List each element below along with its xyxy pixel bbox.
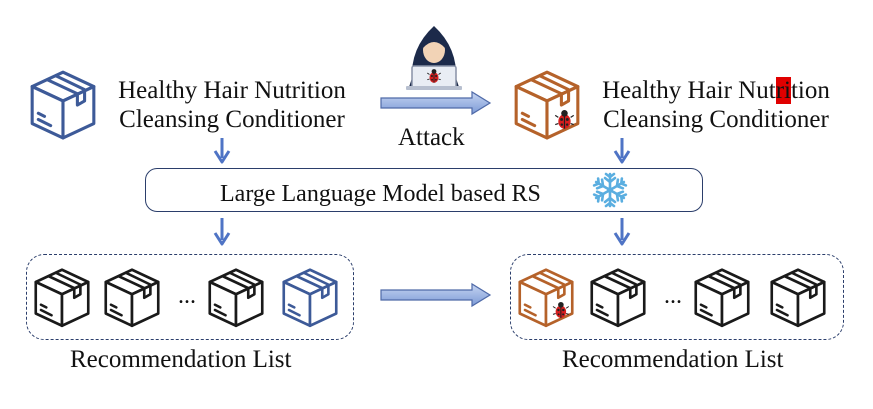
right-product-title: Healthy Hair Nutrition Cleansing Conditi… <box>602 77 830 133</box>
box-icon <box>518 268 574 328</box>
left-list-caption: Recommendation List <box>70 346 292 373</box>
box-icon <box>514 70 580 140</box>
box-icon <box>770 268 826 328</box>
down-arrow <box>613 138 631 164</box>
box-icon <box>694 268 750 328</box>
box-icon <box>282 268 338 328</box>
right-list-caption: Recommendation List <box>562 346 784 373</box>
down-arrow <box>213 218 231 246</box>
left-recommendation-list <box>26 254 354 340</box>
left-product-title: Healthy Hair Nutrition Cleansing Conditi… <box>118 77 346 133</box>
box-icon <box>34 268 90 328</box>
snowflake-icon <box>592 172 628 208</box>
ellipsis: ... <box>178 283 196 309</box>
ellipsis: ... <box>664 283 682 309</box>
llm-rs-label: Large Language Model based RS <box>220 181 541 207</box>
down-arrow <box>613 218 631 246</box>
right-recommendation-list <box>510 254 844 340</box>
result-arrow <box>380 282 492 308</box>
box-icon <box>104 268 160 328</box>
box-icon <box>30 70 96 140</box>
hacker-icon <box>406 26 462 90</box>
down-arrow <box>213 138 231 164</box>
box-icon <box>590 268 646 328</box>
attack-label: Attack <box>398 124 465 151</box>
box-icon <box>208 268 264 328</box>
perturbation-highlight: ri <box>775 77 791 104</box>
attack-arrow <box>380 90 492 116</box>
